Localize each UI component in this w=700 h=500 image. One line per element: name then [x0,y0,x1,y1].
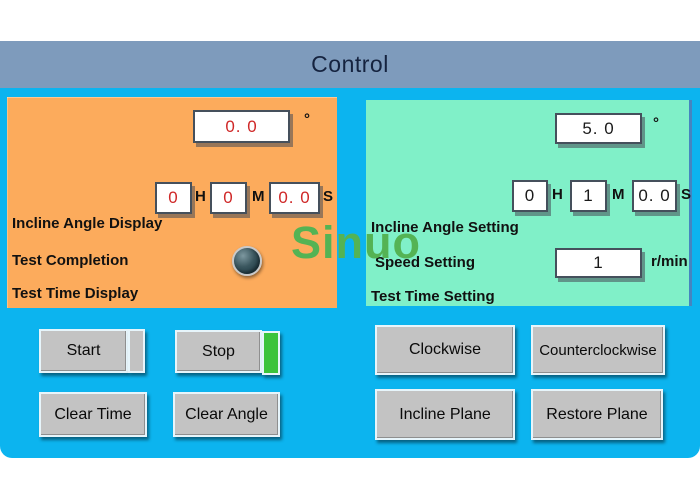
test-time-display-label: Test Time Display [12,285,139,302]
speed-unit-label: r/min [651,253,688,270]
setting-seconds-unit-label: S [681,186,692,203]
setting-minutes-unit-label: M [612,186,625,203]
incline-angle-display-label: Incline Angle Display [12,215,163,232]
setting-hours-input[interactable]: 0 [512,180,548,212]
setting-minutes-input[interactable]: 1 [570,180,607,212]
clockwise-button[interactable]: Clockwise [375,325,515,375]
minutes-unit-label: M [252,188,265,205]
test-completion-label: Test Completion [12,252,129,269]
degree-unit-setting: ° [653,115,659,132]
hours-unit-label: H [195,188,206,205]
degree-unit-display: ° [304,111,310,128]
display-minutes-value: 0 [210,182,247,214]
setting-seconds-input[interactable]: 0. 0 [632,180,677,212]
setting-panel: Incline Angle Setting 5. 0 ° Test Time S… [366,100,692,306]
start-lamp [128,329,145,373]
incline-plane-button[interactable]: Incline Plane [375,389,515,440]
incline-angle-setting-input[interactable]: 5. 0 [555,113,642,144]
restore-plane-button[interactable]: Restore Plane [531,389,663,440]
speed-setting-label: Speed Setting [375,254,476,271]
counterclockwise-button[interactable]: Counterclockwise [531,325,665,375]
clear-angle-button[interactable]: Clear Angle [173,392,280,437]
stop-lamp [262,331,280,375]
test-completion-lamp [232,246,262,276]
incline-angle-setting-label: Incline Angle Setting [371,219,519,236]
page-title: Control [311,51,389,77]
clear-time-button[interactable]: Clear Time [39,392,147,437]
test-time-setting-label: Test Time Setting [371,288,495,305]
title-bar: Control [0,41,700,88]
setting-hours-unit-label: H [552,186,563,203]
display-hours-value: 0 [155,182,192,214]
speed-setting-input[interactable]: 1 [555,248,642,278]
display-panel: Incline Angle Display 0. 0 ° Test Time D… [7,97,337,308]
incline-angle-display-value: 0. 0 [193,110,290,143]
stop-button[interactable]: Stop [175,330,262,373]
display-seconds-value: 0. 0 [269,182,320,214]
seconds-unit-label: S [323,188,334,205]
start-button[interactable]: Start [39,329,128,373]
